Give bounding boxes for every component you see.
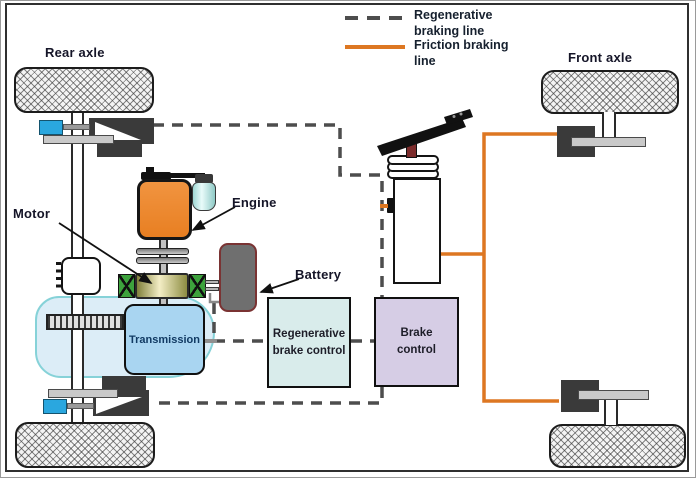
motor-label: Motor (13, 206, 51, 221)
brake-pedal-arm (377, 118, 466, 156)
brake-pedal-pad (444, 109, 473, 125)
regenerative-line-rear-top (153, 123, 384, 297)
rear-axle-label: Rear axle (45, 45, 105, 60)
engine-cap (141, 172, 171, 180)
friction-line-front (482, 132, 559, 403)
battery-body (219, 243, 257, 312)
regenerative-brake-control-box: Regenerative brake control (267, 297, 351, 388)
pedal-pad-dot-2 (459, 112, 463, 116)
canister-lid (195, 174, 213, 183)
regenerative-line-rear-bottom (151, 387, 384, 405)
brake-control-label: Brake control (397, 327, 436, 356)
front-bottom-strut (604, 398, 618, 425)
battery-stub-1 (205, 280, 219, 284)
engine-cap-riser (146, 167, 154, 174)
front-left-tire (541, 70, 679, 114)
left-joint (118, 274, 135, 298)
transmission-box: Transmission (124, 304, 205, 375)
legend-dashed-swatch (345, 16, 407, 20)
master-cylinder (393, 178, 441, 284)
rear-top-connector (63, 124, 90, 130)
battery-leader-arrow (259, 278, 300, 294)
regenerative-brake-control-label: Regenerative brake control (272, 327, 346, 357)
canister (192, 182, 216, 211)
differential-ticks (56, 262, 61, 291)
transmission-stub (204, 339, 217, 343)
battery-stub-2 (205, 287, 219, 291)
flywheel-disk-2 (136, 257, 189, 264)
rear-right-tire (15, 422, 155, 468)
cylinder-port-line (380, 204, 388, 208)
gear-rack (46, 314, 124, 330)
front-bottom-bar (578, 390, 649, 400)
engine-label: Engine (232, 195, 277, 210)
flywheel-disk-1 (136, 248, 189, 255)
engine-canister-rod (169, 173, 205, 178)
rear-bottom-cylinder (43, 399, 67, 414)
motor-leader-arrow (58, 222, 153, 284)
legend-regenerative-label: Regenerative braking line (414, 8, 493, 39)
rear-top-cylinder (39, 120, 63, 135)
engine-leader-arrow (191, 206, 236, 231)
legend-solid-swatch (345, 45, 405, 49)
brake-control-box: Brake control (374, 297, 459, 387)
front-right-tire (549, 424, 686, 468)
right-joint (189, 274, 206, 298)
diagram-frame (5, 3, 689, 472)
rear-bottom-bar (48, 389, 118, 398)
rear-bottom-connector (67, 403, 94, 409)
front-top-strut (602, 112, 616, 139)
rear-top-bar (43, 135, 114, 144)
differential-box (61, 257, 101, 295)
rear-left-tire (14, 67, 154, 113)
legend-friction-label: Friction braking line (414, 38, 509, 69)
battery-label: Battery (295, 267, 342, 282)
pedal-pad-dot-1 (452, 115, 456, 118)
cylinder-port (387, 198, 394, 213)
battery-lower-stub (208, 293, 219, 304)
transmission-label: Transmission (129, 333, 200, 346)
rear-bottom-caliper-notch (96, 397, 142, 414)
motor-body (135, 273, 189, 299)
front-top-bar (571, 137, 646, 147)
front-axle-label: Front axle (568, 50, 633, 65)
engine-body (137, 179, 192, 240)
